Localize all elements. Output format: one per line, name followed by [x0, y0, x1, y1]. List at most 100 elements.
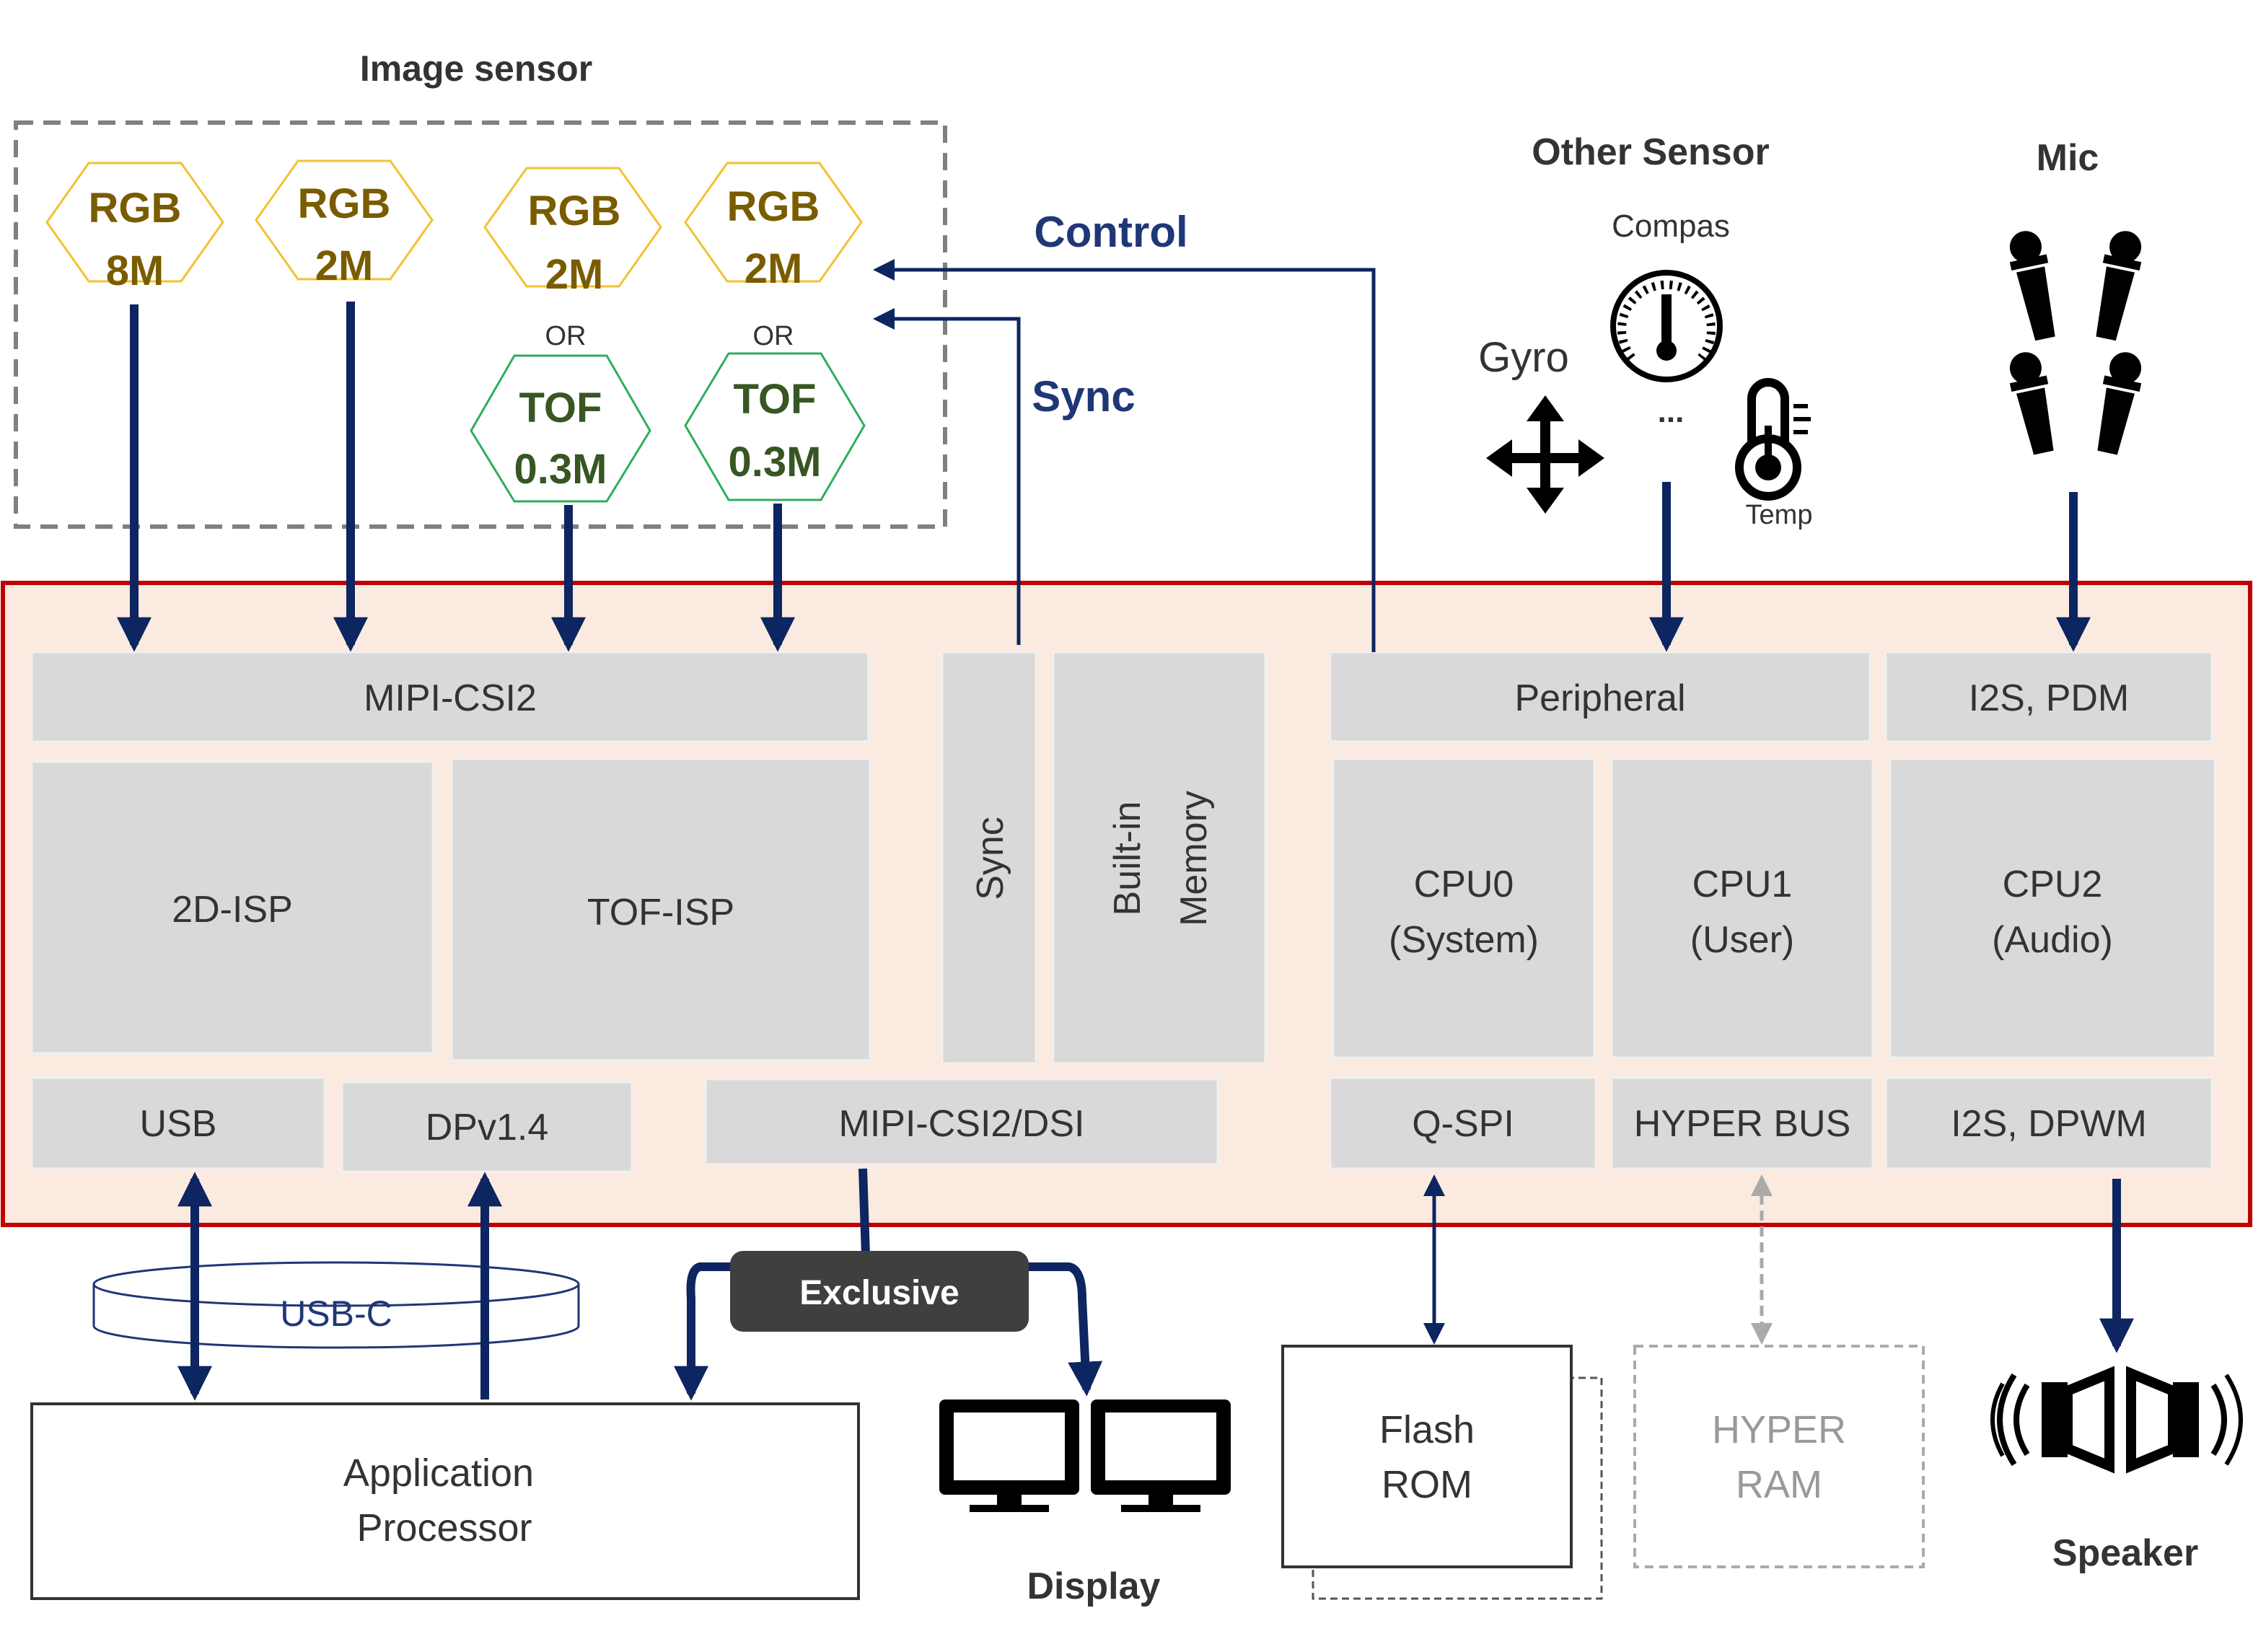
mipi-dsi-block — [704, 1078, 1219, 1166]
isp-2d-block — [30, 760, 434, 1055]
sensor-tof-b-line2: 0.3M — [514, 446, 607, 493]
sensor-tof-c-line1: TOF — [734, 376, 817, 423]
control-sync-links — [873, 259, 1376, 652]
microphone-icon — [2009, 231, 2142, 455]
or-label-b: OR — [545, 321, 587, 351]
mipi-csi2-block — [30, 651, 870, 743]
sync-line — [873, 308, 1021, 645]
image-sensor-group: Image sensor RGB 8M RGB 2M RGB 2M OR TOF… — [14, 48, 947, 529]
dp-label: DPv1.4 — [426, 1107, 549, 1148]
or-label-c: OR — [753, 321, 794, 351]
sensor-rgb-2m-a-line1: RGB — [298, 180, 391, 227]
cpu1-line2: (User) — [1690, 919, 1794, 961]
image-sensor-title: Image sensor — [360, 48, 592, 89]
i2s-pdm-block — [1884, 651, 2213, 743]
usb-block — [30, 1076, 326, 1170]
i2s-pdm-label: I2S, PDM — [1969, 677, 2130, 719]
monitor-icon — [939, 1400, 1079, 1512]
sensor-rgb-2m-b: RGB 2M — [483, 167, 662, 298]
usb-label: USB — [140, 1103, 217, 1145]
exclusive-badge: Exclusive — [730, 1251, 1029, 1332]
flash-rom-line1: Flash — [1379, 1408, 1475, 1451]
sensor-rgb-2m-c-line2: 2M — [745, 245, 803, 292]
gyro-icon — [1486, 395, 1604, 514]
gyro-label: Gyro — [1478, 334, 1569, 381]
monitor-icon — [1091, 1400, 1231, 1512]
soc-blocks: MIPI-CSI2 2D-ISP TOF-ISP Sync Built-in M… — [30, 651, 2216, 1173]
cpu1-block — [1610, 757, 1874, 1059]
exclusive-right-branch — [1024, 1262, 1103, 1397]
usbc-connector: USB-C — [92, 1261, 580, 1349]
mipi-dsi-out — [858, 1168, 870, 1256]
sensor-tof-b: TOF 0.3M — [470, 354, 651, 503]
isp-tof-label: TOF-ISP — [587, 892, 734, 933]
sync-block-label: Sync — [970, 817, 1011, 900]
app-processor-box: Application Processor — [30, 1402, 860, 1600]
control-line — [873, 259, 1376, 652]
cpu1-line1: CPU1 — [1692, 864, 1793, 905]
hyper-ram-line2: RAM — [1736, 1463, 1822, 1506]
sensor-rgb-2m-c-line1: RGB — [727, 183, 820, 230]
isp-2d-label: 2D-ISP — [172, 889, 293, 931]
image-sensor-boundary — [14, 120, 947, 529]
builtin-memory-line2: Memory — [1173, 791, 1215, 926]
display-label: Display — [1027, 1565, 1161, 1607]
app-processor-line1: Application — [343, 1451, 534, 1495]
i2s-dpwm-block — [1884, 1076, 2213, 1170]
speaker-label: Speaker — [2052, 1532, 2198, 1574]
compass-label: Compas — [1612, 208, 1730, 244]
bottom-arrows — [177, 1168, 1103, 1401]
cpu0-line2: (System) — [1389, 919, 1539, 961]
sensor-rgb-8m-line1: RGB — [89, 185, 182, 232]
builtin-memory-block — [1052, 651, 1267, 1065]
sensor-rgb-8m-line2: 8M — [106, 247, 164, 294]
flash-rom-line2: ROM — [1382, 1463, 1472, 1506]
hyper-ram-line1: HYPER — [1712, 1408, 1846, 1451]
ellipsis-label: ... — [1658, 394, 1685, 429]
i2s-dpwm-label: I2S, DPWM — [1951, 1103, 2147, 1145]
sync-block — [941, 651, 1037, 1065]
sensor-arrows — [117, 302, 795, 652]
exclusive-label: Exclusive — [799, 1274, 959, 1312]
compass-icon — [1610, 270, 1723, 382]
cpu0-line1: CPU0 — [1414, 864, 1514, 905]
cpu0-block — [1332, 757, 1596, 1059]
dp-block — [341, 1081, 633, 1173]
control-label: Control — [1034, 208, 1187, 256]
cpu2-block — [1889, 757, 2216, 1059]
isp-tof-block — [450, 757, 871, 1062]
app-processor-line2: Processor — [356, 1506, 532, 1550]
qspi-label: Q-SPI — [1412, 1103, 1514, 1145]
sensor-rgb-2m-c: RGB 2M — [684, 162, 863, 292]
temp-label: Temp — [1746, 500, 1813, 530]
builtin-memory-line1: Built-in — [1107, 801, 1149, 916]
other-sensor-group: Other Sensor Compas Gyro ... Te — [1478, 131, 1813, 652]
hyper-ram-group: HYPER RAM — [1633, 1174, 1925, 1568]
mipi-csi2-label: MIPI-CSI2 — [364, 677, 537, 719]
hyperbus-label: HYPER BUS — [1634, 1103, 1851, 1145]
other-sensor-title: Other Sensor — [1532, 131, 1769, 173]
peripheral-label: Peripheral — [1514, 677, 1685, 719]
mic-title: Mic — [2037, 137, 2099, 179]
speaker-group: Speaker — [1990, 1179, 2243, 1574]
sensor-rgb-2m-b-line1: RGB — [528, 188, 621, 234]
thermometer-icon — [1735, 378, 1811, 501]
sensor-tof-c: TOF 0.3M — [684, 352, 866, 501]
sensor-rgb-8m: RGB 8M — [45, 162, 224, 294]
speaker-icon — [1990, 1366, 2243, 1474]
display-group: Display — [939, 1400, 1231, 1607]
sensor-rgb-2m-b-line2: 2M — [545, 251, 604, 298]
sensor-rgb-2m-a: RGB 2M — [255, 159, 434, 289]
sensor-tof-c-line2: 0.3M — [729, 439, 822, 486]
flash-rom-group: Flash ROM — [1281, 1174, 1603, 1600]
exclusive-left-branch — [674, 1262, 736, 1401]
mipi-dsi-label: MIPI-CSI2/DSI — [839, 1103, 1085, 1145]
sensor-rgb-2m-a-line2: 2M — [315, 242, 374, 289]
peripheral-block — [1329, 651, 1871, 743]
cpu2-line2: (Audio) — [1992, 919, 2113, 961]
sync-link-label: Sync — [1032, 372, 1135, 421]
usbc-label: USB-C — [280, 1293, 392, 1334]
mic-group: Mic — [2009, 137, 2142, 652]
hyperbus-block — [1610, 1076, 1874, 1170]
